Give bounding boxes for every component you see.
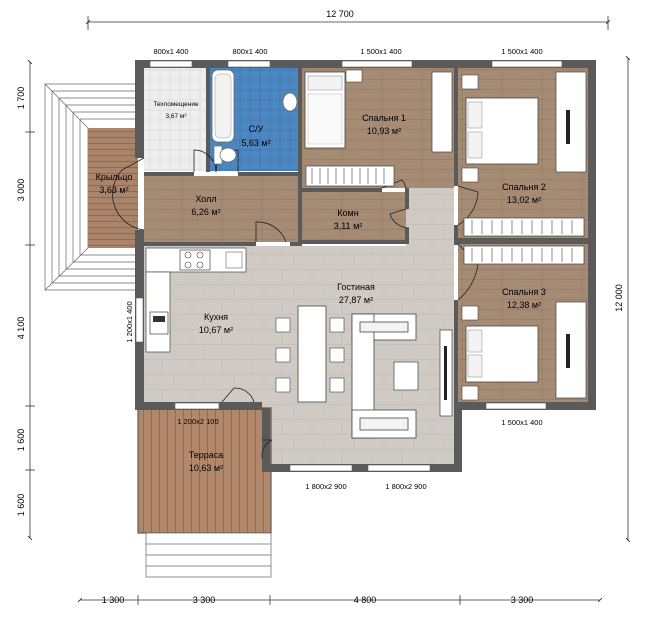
sofa bbox=[351, 313, 417, 439]
room-kitchen-area: 10,67 м² bbox=[199, 325, 233, 335]
room-bed2-name: Спальня 2 bbox=[502, 182, 546, 192]
living-tv bbox=[444, 346, 447, 400]
dining-table bbox=[297, 305, 327, 403]
bed1-desk bbox=[431, 71, 453, 153]
window-label-terrace: 1 200x2 100 bbox=[177, 417, 218, 426]
room-bed2-area: 13,02 м² bbox=[507, 195, 541, 205]
terrace-deck bbox=[137, 407, 272, 534]
tech-room-floor bbox=[144, 68, 206, 171]
stove bbox=[179, 249, 211, 271]
window-label-bed3: 1 500x1 400 bbox=[501, 418, 542, 427]
window-label-1: 800x1 400 bbox=[153, 47, 188, 56]
kitchen-sink bbox=[225, 251, 243, 269]
windows bbox=[135, 60, 563, 472]
room-bed3-area: 12,38 м² bbox=[507, 300, 541, 310]
bed2-wardrobe bbox=[463, 217, 585, 237]
dining-chairs bbox=[275, 317, 345, 393]
window-label-2: 800x1 400 bbox=[232, 47, 267, 56]
bed2-nightstand-2 bbox=[461, 167, 479, 183]
oven bbox=[149, 311, 169, 335]
room-hall-name: Холл bbox=[195, 194, 216, 204]
dim-left-1: 1 700 bbox=[16, 87, 26, 110]
bed1-nightstand bbox=[345, 69, 363, 83]
porch-stairs bbox=[44, 83, 135, 291]
room-living-name: Гостиная bbox=[337, 282, 375, 292]
dim-left-2: 3 000 bbox=[16, 179, 26, 202]
dim-bottom-1: 1 300 bbox=[102, 595, 125, 605]
bathtub bbox=[211, 69, 235, 143]
bed3-nightstand-2 bbox=[461, 385, 479, 401]
room-kitchen-name: Кухня bbox=[204, 312, 228, 322]
hall-floor bbox=[144, 176, 298, 242]
bed2-tv bbox=[566, 110, 570, 144]
room-bath-area: 5,63 м² bbox=[241, 138, 270, 148]
bed3-nightstand bbox=[461, 305, 479, 321]
room-tech-area: 3,67 м² bbox=[165, 113, 187, 120]
dim-bottom-4: 3 300 bbox=[511, 595, 534, 605]
bed2-nightstand bbox=[461, 74, 479, 90]
coffee-table bbox=[393, 361, 419, 391]
room-tech-name: Техпомещение bbox=[153, 101, 199, 108]
room-porch-area: 3,63 м² bbox=[99, 185, 128, 195]
room-bed3-name: Спальня 3 bbox=[502, 287, 546, 297]
dim-bottom-2: 3 300 bbox=[193, 595, 216, 605]
corridor-floor bbox=[406, 188, 454, 246]
closet-floor bbox=[302, 192, 406, 242]
dim-left-4: 1 600 bbox=[16, 429, 26, 452]
dim-top-total: 12 700 bbox=[326, 9, 354, 19]
room-terrace-name: Терраса bbox=[189, 450, 224, 460]
bed3-tv bbox=[566, 334, 570, 368]
dim-bottom-3: 4 800 bbox=[354, 595, 377, 605]
dim-right-total: 12 000 bbox=[614, 284, 624, 312]
window-label-living-left: 1 800x2 900 bbox=[305, 482, 346, 491]
room-closet-area: 3,11 м² bbox=[334, 221, 363, 231]
room-hall-area: 6,26 м² bbox=[191, 207, 220, 217]
sink bbox=[282, 92, 298, 112]
bed1-wardrobe bbox=[305, 165, 395, 187]
bed3-bed bbox=[465, 325, 539, 383]
dim-left-5: 1 600 bbox=[16, 494, 26, 517]
room-living-area: 27,87 м² bbox=[339, 295, 373, 305]
window-label-4: 1 500x1 400 bbox=[501, 47, 542, 56]
toilet bbox=[213, 145, 237, 165]
room-bed1-name: Спальня 1 bbox=[362, 113, 406, 123]
dimension-lines bbox=[25, 16, 631, 605]
room-porch-name: Крыльцо bbox=[96, 172, 133, 182]
window-label-3: 1 500x1 400 bbox=[360, 47, 401, 56]
bed3-wardrobe bbox=[463, 245, 585, 265]
bed1-bed bbox=[304, 71, 346, 149]
bed2-bed bbox=[465, 97, 539, 165]
bed2-dresser bbox=[555, 71, 587, 173]
room-bath-name: С/У bbox=[249, 124, 264, 134]
window-label-kitchen: 1 200x1 400 bbox=[125, 301, 134, 342]
room-bed1-area: 10,93 м² bbox=[367, 126, 401, 136]
window-label-living-right: 1 800x2 900 bbox=[385, 482, 426, 491]
bed3-dresser bbox=[555, 301, 587, 399]
room-terrace-area: 10,63 м² bbox=[189, 463, 223, 473]
room-closet-name: Комн bbox=[337, 208, 358, 218]
terrace-stairs bbox=[145, 532, 272, 578]
dim-left-3: 4 100 bbox=[16, 317, 26, 340]
